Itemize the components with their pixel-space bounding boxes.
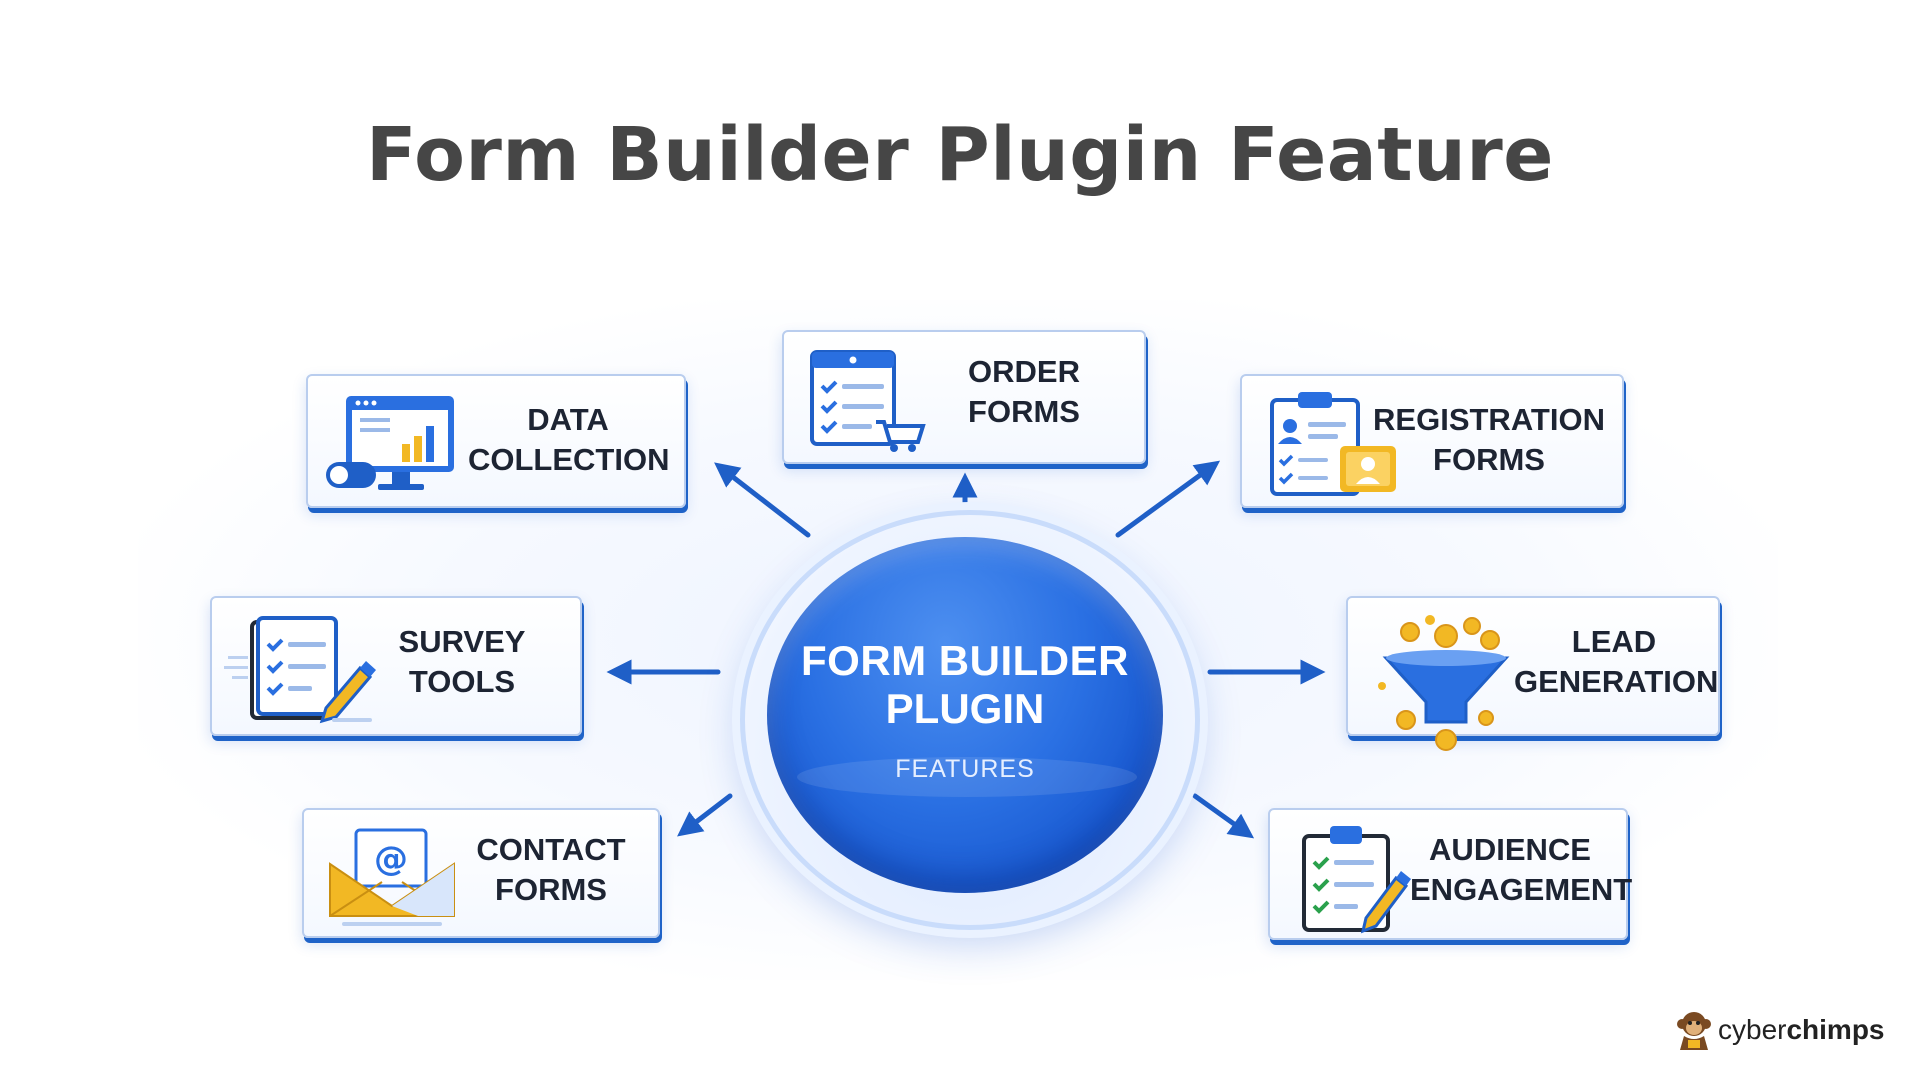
clipboard-profile-icon: [1270, 392, 1396, 496]
arrow-audience-engagement: [1192, 793, 1255, 839]
hub-subtitle: FEATURES: [895, 755, 1035, 783]
brand-logo: cyberchimps: [1672, 1006, 1892, 1056]
hub-shine: [797, 757, 1137, 797]
chimp-logo-icon: [1677, 1012, 1711, 1050]
funnel-coins-icon: [1378, 615, 1510, 751]
hub-sphere: FORM BUILDER PLUGIN FEATURES: [767, 537, 1163, 893]
brand-name: cyberchimps: [1718, 1014, 1885, 1045]
arrow-contact-forms: [677, 793, 733, 837]
page-title: Form Builder Plugin Feature: [366, 112, 1554, 198]
hub-title-line1: FORM BUILDER: [801, 637, 1129, 684]
hub-title-line2: PLUGIN: [885, 685, 1045, 732]
arrow-registration-forms: [1115, 460, 1221, 538]
clipboard-pencil-icon: [1302, 826, 1411, 934]
hub-form-builder-plugin: FORM BUILDER PLUGIN FEATURES: [740, 510, 1200, 930]
envelope-at-icon: @: [329, 828, 455, 926]
svg-text:@: @: [374, 839, 408, 879]
checklist-pencil-icon: [224, 616, 376, 724]
arrow-data-collection: [714, 462, 811, 538]
order-form-cart-icon: [810, 350, 926, 452]
monitor-chart-icon: [326, 396, 454, 490]
